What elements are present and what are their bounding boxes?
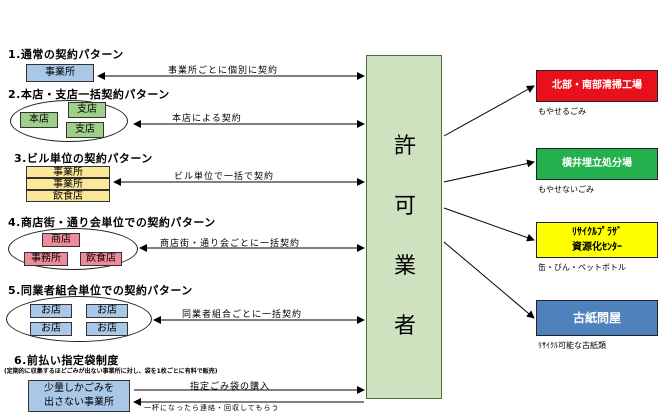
pattern-1-office-box: 事業所 <box>26 64 94 82</box>
pattern-6-box-line-2: 出さない事業所 <box>44 397 114 408</box>
pattern-2-head-office-box: 本店 <box>20 112 58 128</box>
pattern-6-arrow-label-purchase: 指定ごみ袋の購入 <box>190 382 271 392</box>
pattern-5-arrow-label: 同業者組合ごとに一括契約 <box>182 310 303 320</box>
pattern-6-small-generator-box: 少量しかごみを 出さない事業所 <box>28 380 130 412</box>
pattern-6-box-line-1: 少量しかごみを <box>44 383 114 394</box>
destination-recycling-center: ﾘｻｲｸﾙﾌﾟﾗｻﾞ 資源化ｾﾝﾀｰ <box>536 222 658 258</box>
permit-holder-box: 許 可 業 者 <box>366 55 442 399</box>
pattern-4-restaurant-box: 飲食店 <box>80 252 122 266</box>
pattern-4-office-box: 事務所 <box>24 252 68 266</box>
destination-landfill: 横井埋立処分場 <box>536 148 658 180</box>
pattern-5-heading: 5.同業者組合単位での契約パターン <box>8 284 193 297</box>
pattern-2-group-ellipse <box>10 100 128 142</box>
pattern-3-office-box: 事業所 <box>26 178 110 190</box>
destination-3-caption: 缶・びん・ペットボトル <box>538 263 626 272</box>
pattern-6-heading: 6.前払い指定袋制度 <box>14 354 119 367</box>
pattern-2-branch-box: 支店 <box>66 122 104 138</box>
arrow-to-dest-1 <box>443 85 535 137</box>
destination-3-label-line-2: 資源化ｾﾝﾀｰ <box>572 242 622 253</box>
pattern-3-restaurant-box: 飲食店 <box>26 190 110 202</box>
pattern-1-heading: 1.通常の契約パターン <box>8 48 124 61</box>
destination-1-caption: もやせるごみ <box>538 107 586 116</box>
arrow-to-dest-4 <box>443 241 535 319</box>
pattern-5-shop-box: お店 <box>30 322 72 336</box>
permit-char: 業 <box>393 254 416 279</box>
pattern-4-arrow-label: 商店街・通り会ごとに一括契約 <box>160 239 301 249</box>
pattern-2-heading: 2.本店・支店一括契約パターン <box>8 88 170 101</box>
pattern-5-shop-box: お店 <box>30 304 72 318</box>
pattern-5-group-ellipse <box>6 296 152 342</box>
pattern-6-arrow-label-collect: 一杯になったら連絡・回収してもらう <box>144 404 280 412</box>
pattern-5-shop-box: お店 <box>86 322 128 336</box>
permit-char: 者 <box>393 314 416 339</box>
pattern-6-subheading: (定期的に収集するほどごみが出ない事業所に対し、袋を1枚ごとに有料で販売) <box>4 368 218 375</box>
pattern-3-office-box: 事業所 <box>26 166 110 178</box>
permit-char: 可 <box>393 194 416 219</box>
pattern-2-branch-box: 支店 <box>68 102 106 118</box>
pattern-3-heading: 3.ビル単位の契約パターン <box>14 152 153 165</box>
permit-char: 許 <box>393 134 416 159</box>
destination-3-label-line-1: ﾘｻｲｸﾙﾌﾟﾗｻﾞ <box>572 227 622 238</box>
destination-incineration-plant: 北部・南部清掃工場 <box>536 70 658 102</box>
pattern-2-arrow-label: 本店による契約 <box>172 114 242 124</box>
destination-used-paper-wholesaler: 古紙問屋 <box>536 300 658 336</box>
pattern-4-group-ellipse <box>8 228 138 270</box>
pattern-3-arrow-label: ビル単位で一括で契約 <box>174 172 275 182</box>
pattern-1-arrow-label: 事業所ごとに個別に契約 <box>168 66 279 76</box>
pattern-4-shop-box: 商店 <box>42 233 80 247</box>
arrow-to-dest-2 <box>443 159 535 183</box>
arrow-to-dest-3 <box>443 207 535 242</box>
pattern-4-heading: 4.商店街・通り会単位での契約パターン <box>8 216 216 229</box>
pattern-5-shop-box: お店 <box>86 304 128 318</box>
destination-2-caption: もやせないごみ <box>538 185 594 194</box>
destination-4-caption: ﾘｻｲｸﾙ可能な古紙類 <box>538 341 606 350</box>
